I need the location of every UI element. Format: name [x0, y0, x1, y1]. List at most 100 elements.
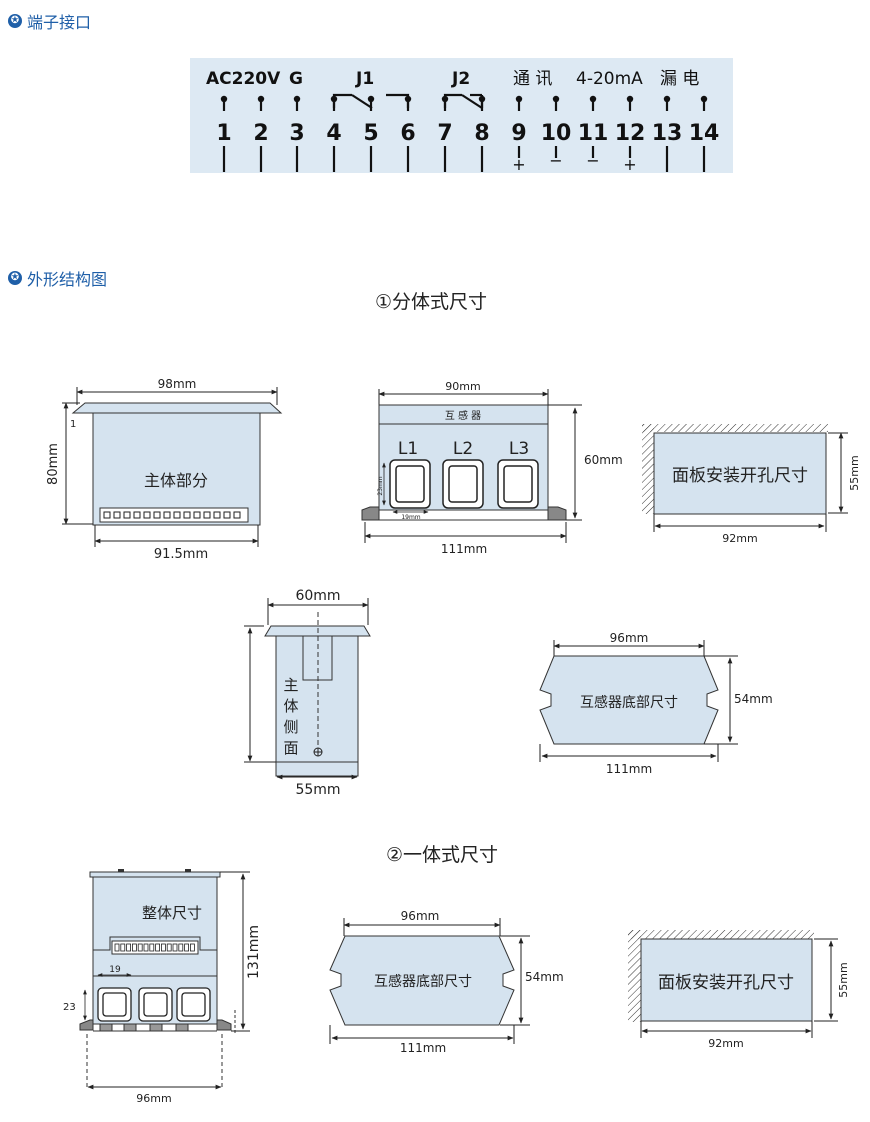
terminal-number: 13 [652, 121, 683, 146]
label-j2: J2 [451, 69, 470, 89]
strip-pin [172, 943, 178, 952]
terminal-pins [220, 95, 708, 111]
polarity-11: − [586, 151, 599, 170]
terminal-pin-dot [293, 95, 301, 103]
panel-cutout-int-width: 92mm [708, 1037, 743, 1050]
terminal-number: 10 [541, 121, 572, 146]
label-g: G [289, 69, 303, 89]
terminal-number: 6 [400, 121, 415, 146]
polarity-9: + [512, 155, 525, 174]
strip-pin [233, 511, 241, 519]
strip-pin [143, 511, 151, 519]
terminal-pin-dot [552, 95, 560, 103]
outline-title-text: 外形结构图 [27, 270, 108, 289]
label-leak: 漏 电 [660, 69, 699, 89]
side-char-1: 主 [283, 676, 298, 694]
ct-width-top: 90mm [445, 380, 480, 393]
terminal-pin-dot [589, 95, 597, 103]
polarity-12: + [623, 155, 636, 174]
ct-hole-h: 23mm [377, 476, 384, 495]
terminal-number: 1 [216, 121, 231, 146]
terminal-number: 7 [437, 121, 452, 146]
star-icon: ✪ [8, 14, 22, 28]
whole-height: 131mm [246, 925, 262, 979]
terminal-pin-dot [257, 95, 265, 103]
strip-pin [123, 511, 131, 519]
panel-cutout-split: 面板安装开孔尺寸 55mm 92mm [642, 424, 861, 545]
strip-pin [160, 943, 166, 952]
ct-hole-w: 19mm [401, 514, 420, 521]
terminal-number: 4 [326, 121, 341, 146]
panel-cutout-integrated: 面板安装开孔尺寸 55mm 92mm [628, 930, 850, 1050]
terminal-number: 8 [474, 121, 489, 146]
ct-width-bottom: 111mm [441, 542, 487, 556]
strip-pin [137, 943, 143, 952]
ctb-label: 互感器底部尺寸 [580, 694, 678, 711]
ctbi-label: 互感器底部尺寸 [374, 973, 472, 990]
strip-pin [114, 943, 120, 952]
terminal-block-bg [190, 58, 733, 173]
ct-l2: L2 [453, 439, 473, 459]
terminal-number: 11 [578, 121, 609, 146]
strip-pin [193, 511, 201, 519]
strip-pin [203, 511, 211, 519]
terminal-pin-dot [441, 95, 449, 103]
ctbi-width-bottom: 111mm [400, 1041, 446, 1055]
ct-bottom-split: 96mm 互感器底部尺寸 54mm 111mm [539, 631, 773, 776]
strip-pin [183, 511, 191, 519]
terminal-pin-dot [330, 95, 338, 103]
panel-cutout-height: 55mm [848, 455, 861, 490]
panel-cutout-width: 92mm [722, 532, 757, 545]
strip-pin [133, 511, 141, 519]
terminal-number: 9 [511, 121, 526, 146]
terminal-pin-dot [626, 95, 634, 103]
ct-l3: L3 [509, 439, 529, 459]
terminal-pin-dot [663, 95, 671, 103]
label-comm: 通 讯 [513, 69, 552, 89]
panel-cutout-int-label: 面板安装开孔尺寸 [658, 973, 794, 993]
relay-contacts [332, 93, 484, 109]
strip-pin [189, 943, 195, 952]
terminal-pin-dot [220, 95, 228, 103]
panel-cutout-int-height: 55mm [837, 962, 850, 997]
star-icon: ✪ [8, 271, 22, 285]
polarity-10: − [549, 151, 562, 170]
side-char-3: 侧 [283, 718, 298, 736]
main-body-side: 60mm 主 体 侧 面 55mm [244, 588, 371, 798]
ctb-width-top: 96mm [610, 631, 649, 645]
main-width-bottom: 91.5mm [154, 547, 208, 562]
whole-dim23: 23 [63, 1002, 76, 1013]
terminal-number: 5 [363, 121, 378, 146]
ct-front: 90mm 互 感 器 L1 L2 L3 23mm 19mm 60mm 111mm [361, 380, 623, 556]
main-width-top: 98mm [158, 377, 197, 391]
main-height: 80mm [46, 443, 61, 485]
terminal-pin-dot [478, 95, 486, 103]
strip-pin [103, 511, 111, 519]
terminal-number: 3 [289, 121, 304, 146]
terminal-number: 12 [615, 121, 646, 146]
label-j1: J1 [355, 69, 374, 89]
strip-pin [163, 511, 171, 519]
label-ac220v: AC220V [206, 69, 281, 89]
terminal-legs [222, 146, 706, 172]
ctbi-width-top: 96mm [401, 909, 440, 923]
side-width-top: 60mm [295, 588, 340, 604]
ct-bottom-integrated: 96mm 互感器底部尺寸 54mm 111mm [329, 909, 564, 1055]
terminal-pin-dot [515, 95, 523, 103]
side-char-2: 体 [283, 697, 298, 715]
terminal-number: 2 [253, 121, 268, 146]
strip-pin [143, 943, 149, 952]
strip-pin [223, 511, 231, 519]
strip-pin [213, 511, 221, 519]
strip-pin [178, 943, 184, 952]
strip-pin [166, 943, 172, 952]
whole-dim19: 19 [109, 965, 121, 975]
strip-pin [126, 943, 131, 952]
panel-cutout-label: 面板安装开孔尺寸 [672, 466, 808, 486]
strip-pin [173, 511, 181, 519]
strip-pin [153, 511, 161, 519]
split-subtitle: ①分体式尺寸 [375, 291, 488, 313]
label-4-20ma: 4-20mA [576, 69, 643, 89]
